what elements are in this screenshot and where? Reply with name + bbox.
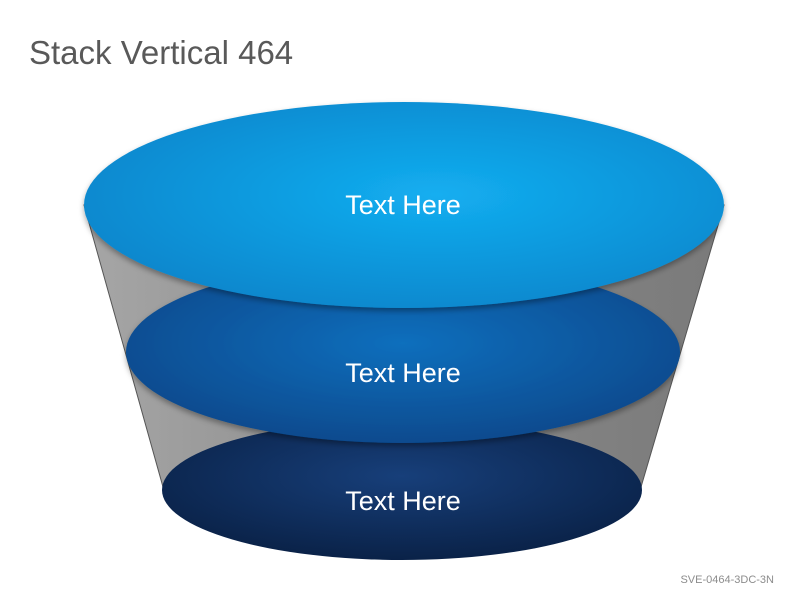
slide-title: Stack Vertical 464 [29, 34, 294, 71]
layer-bottom [162, 420, 642, 560]
layer-bottom-label: Text Here [345, 486, 461, 516]
layer-middle-label: Text Here [345, 358, 461, 388]
layer-top [84, 102, 724, 308]
footer-code: SVE-0464-3DC-3N [680, 574, 774, 586]
layer-top-label: Text Here [345, 190, 461, 220]
layer-middle [126, 261, 680, 443]
